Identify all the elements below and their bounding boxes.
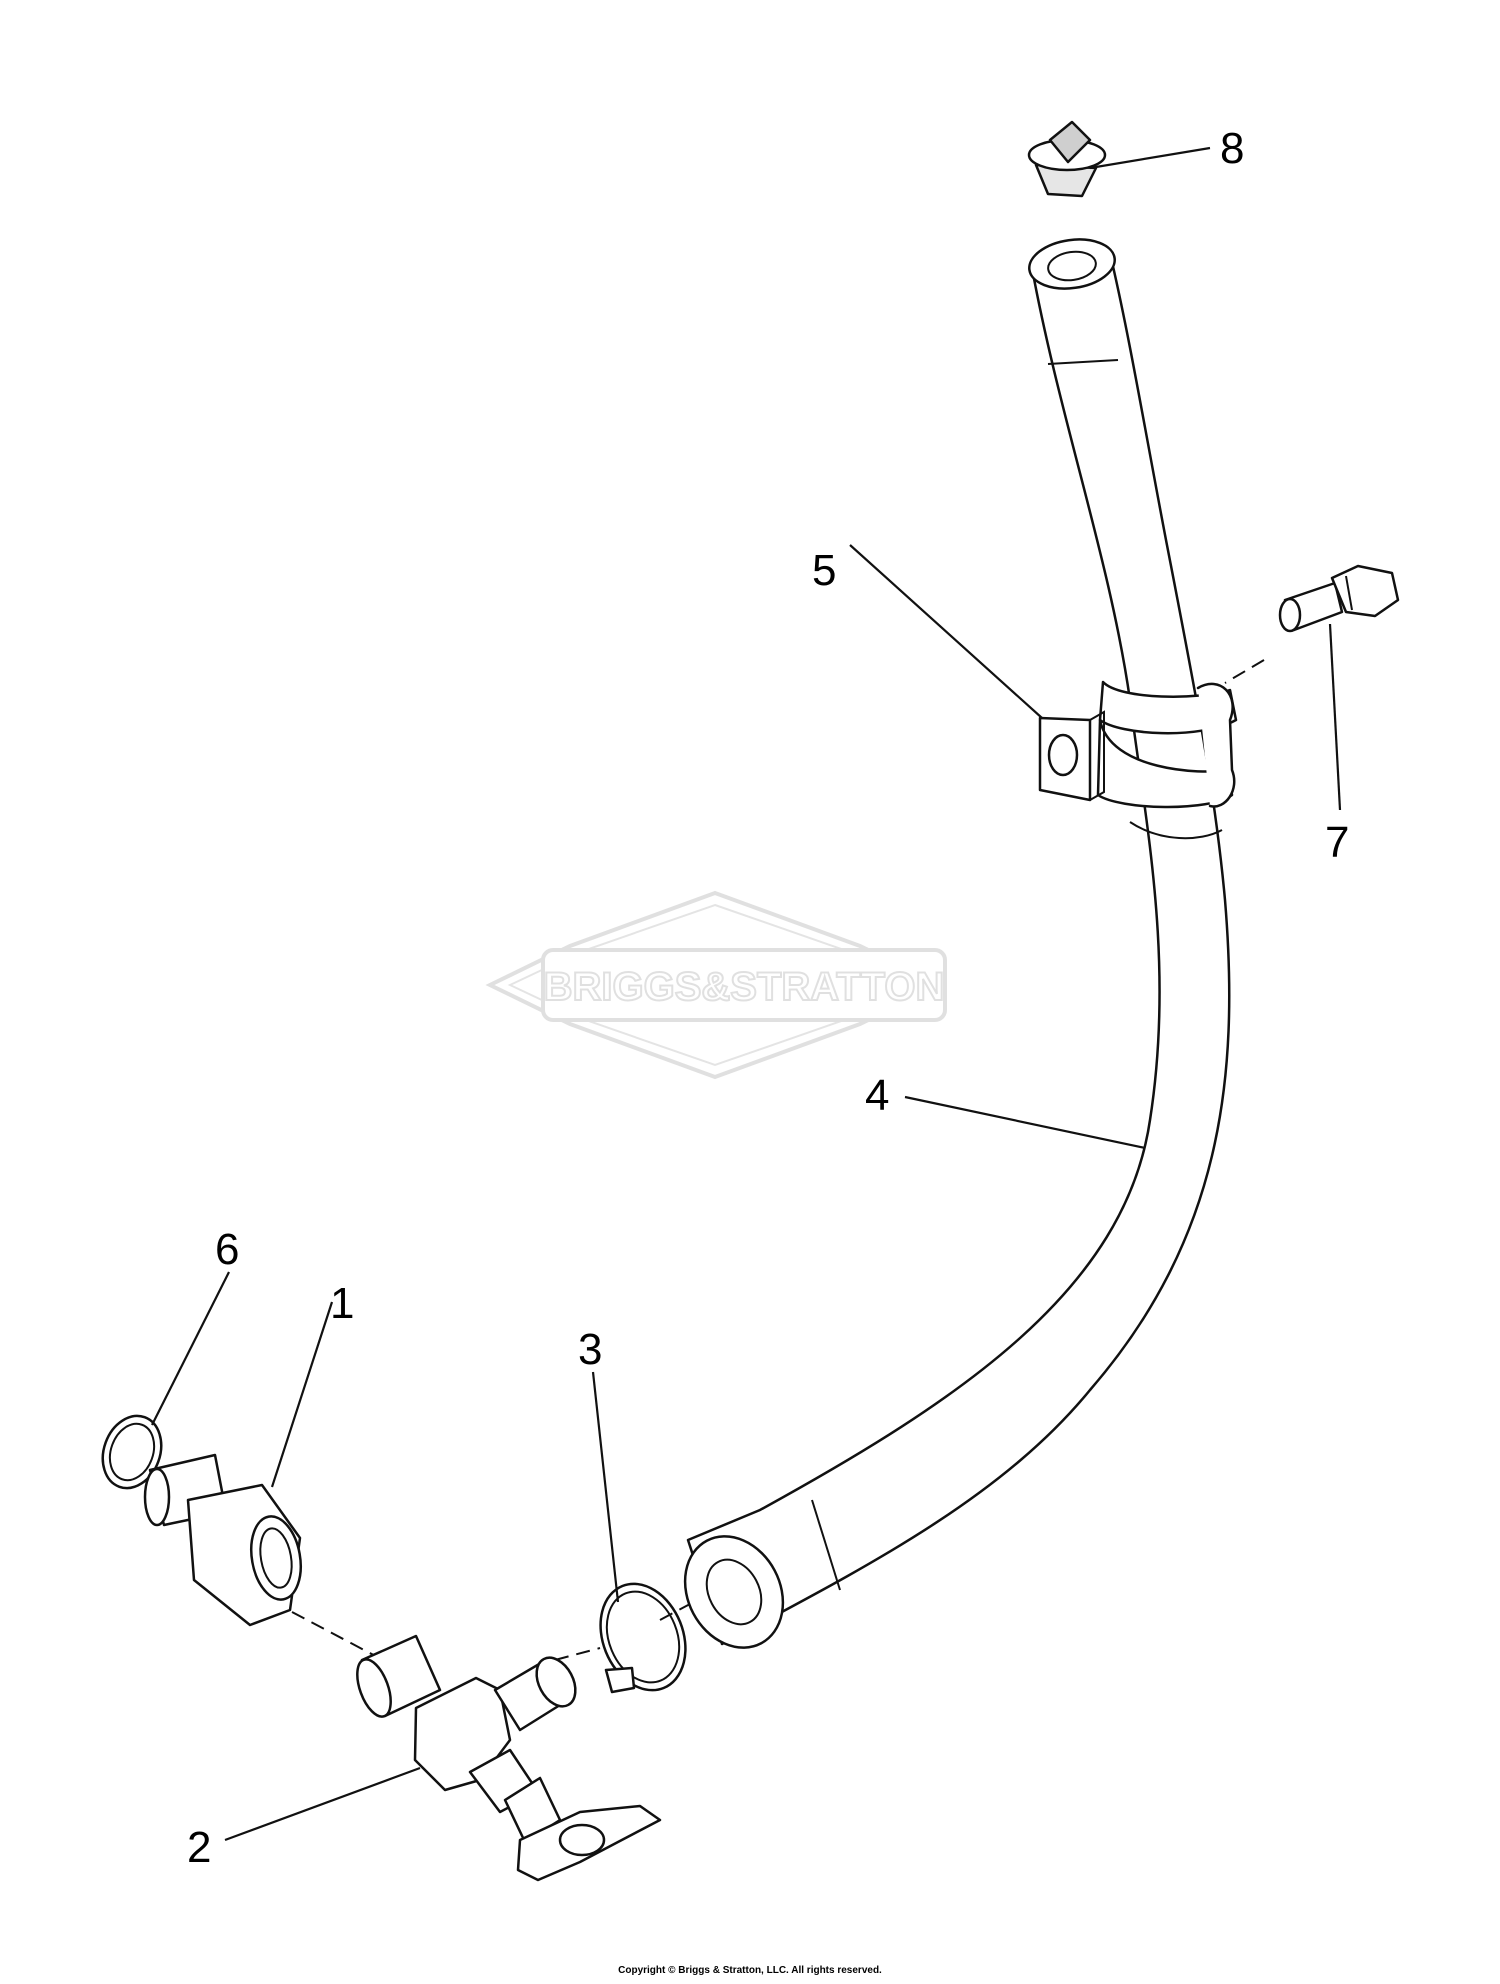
part-4-hose (683, 238, 1231, 1649)
callout-1: 1 (330, 1279, 354, 1328)
part-3-hose-clamp (599, 1582, 691, 1694)
callout-3: 3 (578, 1325, 602, 1374)
part-7-bolt (1224, 564, 1400, 684)
part-1-fitting (143, 1453, 302, 1627)
callout-8: 8 (1220, 124, 1244, 173)
part-5-clamp (1038, 680, 1238, 840)
callout-6: 6 (215, 1225, 239, 1274)
part-2-shutoff-valve (356, 1634, 662, 1882)
leader-lines (151, 146, 1342, 1842)
callout-4: 4 (865, 1071, 889, 1120)
callout-5: 5 (812, 546, 836, 595)
part-8-cap-insert (1027, 120, 1107, 198)
copyright-notice: Copyright © Briggs & Stratton, LLC. All … (618, 1965, 882, 1976)
briggs-stratton-watermark-logo: BRIGGS&STRATTON (485, 890, 947, 1080)
callout-7: 7 (1325, 818, 1349, 867)
part-6-o-ring (101, 1414, 163, 1490)
callout-2: 2 (187, 1823, 211, 1872)
svg-text:BRIGGS&STRATTON: BRIGGS&STRATTON (544, 965, 945, 1009)
